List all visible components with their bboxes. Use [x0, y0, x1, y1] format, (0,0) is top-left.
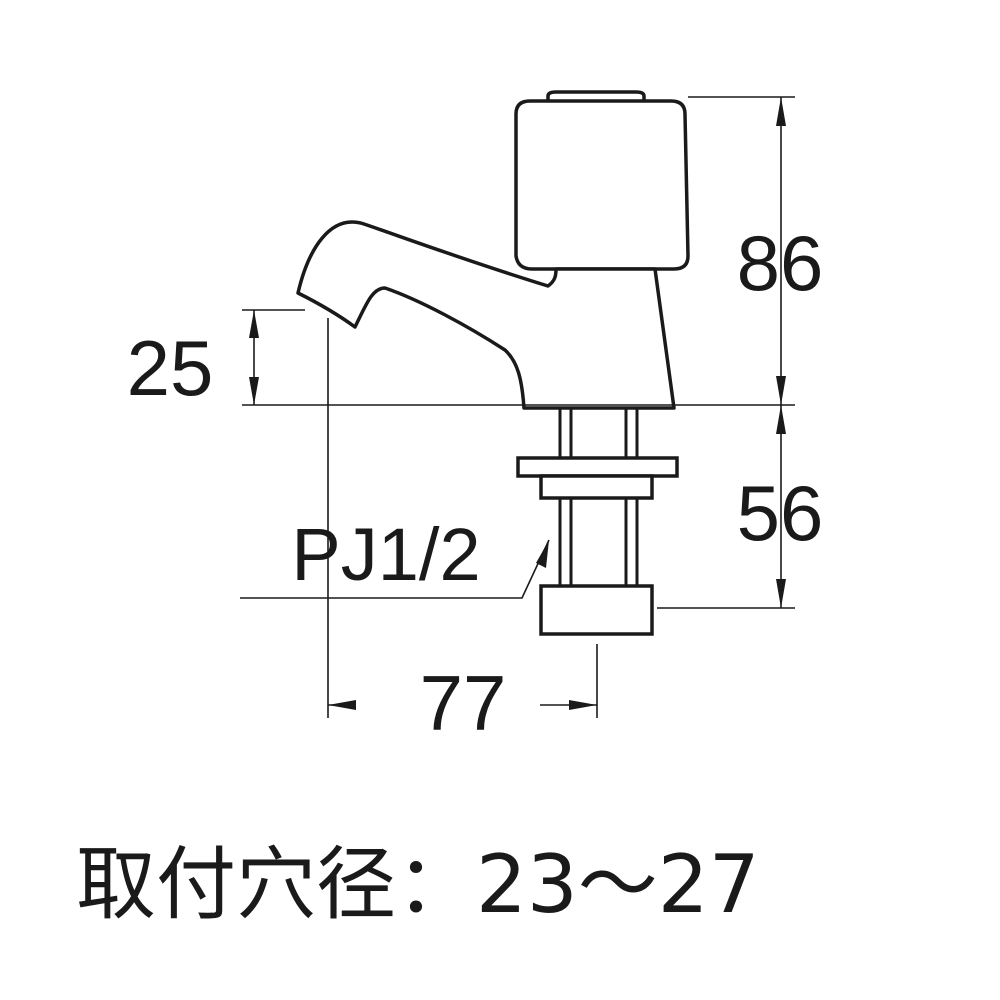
arrow-86-bottom [776, 376, 786, 405]
handle-body [514, 99, 690, 271]
arrowheads [249, 97, 786, 710]
dim-label-25: 25 [127, 324, 214, 412]
handle [514, 90, 690, 271]
arrow-thread-leader [536, 540, 549, 568]
mounting-hole-caption: 取付穴径：23～27 [76, 838, 760, 931]
dim-label-77: 77 [420, 659, 507, 747]
dim-label-56: 56 [737, 469, 824, 557]
arrow-77-right [569, 700, 597, 710]
washer [516, 456, 679, 478]
bottom-nut [539, 584, 654, 636]
lock-nut [539, 474, 654, 500]
dimension-lines [240, 96, 795, 718]
spout [296, 220, 676, 410]
thread-label: PJ1/2 [291, 513, 480, 596]
arrow-25-bottom [249, 377, 259, 405]
arrow-77-left [328, 700, 356, 710]
arrow-56-top [776, 405, 786, 434]
handle-cap [546, 90, 646, 100]
arrow-56-bottom [776, 579, 786, 608]
arrow-86-top [776, 97, 786, 126]
arrow-25-top [249, 310, 259, 338]
dim-label-86: 86 [737, 219, 824, 307]
